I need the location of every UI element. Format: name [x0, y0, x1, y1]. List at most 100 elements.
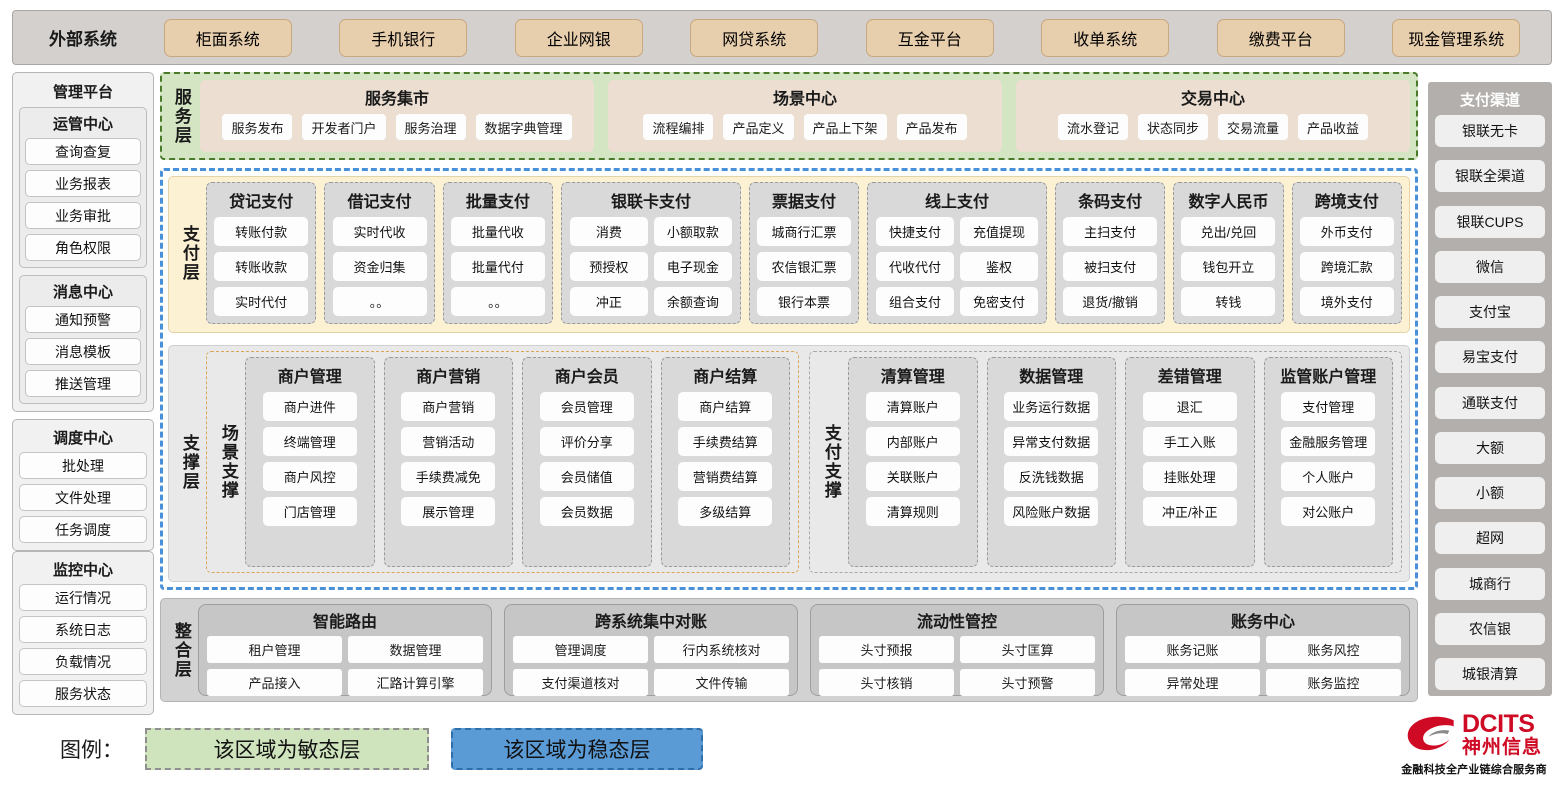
support-item[interactable]: 商户结算 — [678, 392, 773, 421]
payment-item[interactable]: 农信银汇票 — [756, 252, 851, 281]
support-item[interactable]: 手续费结算 — [678, 427, 773, 456]
payment-channel-item[interactable]: 农信银 — [1435, 612, 1545, 645]
support-item[interactable]: 手续费减免 — [401, 462, 496, 491]
support-item[interactable]: 退汇 — [1142, 392, 1237, 421]
manage-platform-item[interactable]: 批处理 — [19, 452, 147, 479]
external-system-chip[interactable]: 缴费平台 — [1216, 18, 1345, 57]
payment-item[interactable]: 批量代收 — [450, 217, 545, 246]
manage-platform-item[interactable]: 查询查复 — [25, 138, 141, 165]
payment-channel-item[interactable]: 超网 — [1435, 522, 1545, 555]
manage-platform-item[interactable]: 任务调度 — [19, 516, 147, 543]
manage-platform-item[interactable]: 文件处理 — [19, 484, 147, 511]
external-system-chip[interactable]: 网贷系统 — [690, 18, 819, 57]
service-item[interactable]: 流水登记 — [1057, 114, 1128, 140]
external-system-chip[interactable]: 企业网银 — [514, 18, 643, 57]
payment-channel-item[interactable]: 银联CUPS — [1435, 205, 1545, 238]
external-system-chip[interactable]: 现金管理系统 — [1392, 18, 1521, 57]
payment-item[interactable]: 快捷支付 — [876, 217, 955, 246]
payment-item[interactable]: 代收代付 — [876, 252, 955, 281]
external-system-chip[interactable]: 收单系统 — [1041, 18, 1170, 57]
service-item[interactable]: 数据字典管理 — [475, 114, 572, 140]
integration-item[interactable]: 管理调度 — [513, 636, 648, 663]
payment-channel-item[interactable]: 城银清算 — [1435, 658, 1545, 690]
integration-item[interactable]: 头寸预警 — [960, 669, 1095, 696]
service-item[interactable]: 交易流量 — [1218, 114, 1289, 140]
support-item[interactable]: 营销费结算 — [678, 462, 773, 491]
payment-item[interactable]: 外币支付 — [1299, 217, 1394, 246]
support-item[interactable]: 会员数据 — [539, 497, 634, 526]
support-item[interactable]: 终端管理 — [262, 427, 357, 456]
payment-item[interactable]: 实时代收 — [332, 217, 427, 246]
support-item[interactable]: 展示管理 — [401, 497, 496, 526]
service-item[interactable]: 服务治理 — [395, 114, 466, 140]
integration-item[interactable]: 头寸匡算 — [960, 636, 1095, 663]
support-item[interactable]: 内部账户 — [865, 427, 960, 456]
integration-item[interactable]: 汇路计算引擎 — [348, 669, 483, 696]
payment-item[interactable]: 资金归集 — [332, 252, 427, 281]
integration-item[interactable]: 头寸预报 — [819, 636, 954, 663]
support-item[interactable]: 商户进件 — [262, 392, 357, 421]
support-item[interactable]: 金融服务管理 — [1281, 427, 1376, 456]
external-system-chip[interactable]: 柜面系统 — [163, 18, 292, 57]
manage-platform-item[interactable]: 角色权限 — [25, 234, 141, 261]
integration-item[interactable]: 头寸核销 — [819, 669, 954, 696]
manage-platform-item[interactable]: 系统日志 — [19, 616, 147, 643]
manage-platform-item[interactable]: 运行情况 — [19, 584, 147, 611]
support-item[interactable]: 清算账户 — [865, 392, 960, 421]
payment-item[interactable]: 批量代付 — [450, 252, 545, 281]
payment-item[interactable]: 小额取款 — [653, 217, 732, 246]
service-item[interactable]: 产品发布 — [896, 114, 967, 140]
payment-channel-item[interactable]: 支付宝 — [1435, 296, 1545, 328]
payment-item[interactable]: 电子现金 — [653, 252, 732, 281]
payment-item[interactable]: 钱包开立 — [1181, 252, 1276, 281]
manage-platform-item[interactable]: 业务报表 — [25, 170, 141, 197]
support-item[interactable]: 门店管理 — [262, 497, 357, 526]
payment-item[interactable]: 被扫支付 — [1063, 252, 1158, 281]
payment-item[interactable]: 。。 — [450, 287, 545, 316]
integration-item[interactable]: 行内系统核对 — [654, 636, 789, 663]
payment-item[interactable]: 境外支付 — [1299, 287, 1394, 316]
integration-item[interactable]: 账务记账 — [1125, 636, 1260, 663]
payment-channel-item[interactable]: 微信 — [1435, 250, 1545, 283]
payment-channel-item[interactable]: 大额 — [1435, 431, 1545, 464]
payment-item[interactable]: 跨境汇款 — [1299, 252, 1394, 281]
support-item[interactable]: 个人账户 — [1281, 462, 1376, 491]
support-item[interactable]: 反洗钱数据 — [1004, 462, 1099, 491]
manage-platform-item[interactable]: 负载情况 — [19, 648, 147, 675]
support-item[interactable]: 异常支付数据 — [1004, 427, 1099, 456]
manage-platform-item[interactable]: 业务审批 — [25, 202, 141, 229]
payment-item[interactable]: 转钱 — [1181, 287, 1276, 316]
service-item[interactable]: 产品上下架 — [803, 114, 887, 140]
service-item[interactable]: 状态同步 — [1137, 114, 1208, 140]
payment-item[interactable]: 组合支付 — [876, 287, 955, 316]
service-item[interactable]: 产品定义 — [723, 114, 794, 140]
manage-platform-item[interactable]: 通知预警 — [25, 306, 141, 333]
payment-channel-item[interactable]: 通联支付 — [1435, 386, 1545, 419]
payment-channel-item[interactable]: 小额 — [1435, 477, 1545, 509]
payment-item[interactable]: 实时代付 — [214, 287, 309, 316]
integration-item[interactable]: 异常处理 — [1125, 669, 1260, 696]
payment-item[interactable]: 充值提现 — [960, 217, 1039, 246]
support-item[interactable]: 商户风控 — [262, 462, 357, 491]
support-item[interactable]: 会员管理 — [539, 392, 634, 421]
manage-platform-item[interactable]: 服务状态 — [19, 680, 147, 707]
support-item[interactable]: 多级结算 — [678, 497, 773, 526]
support-item[interactable]: 业务运行数据 — [1004, 392, 1099, 421]
payment-channel-item[interactable]: 易宝支付 — [1435, 341, 1545, 374]
external-system-chip[interactable]: 互金平台 — [865, 18, 994, 57]
service-item[interactable]: 开发者门户 — [302, 114, 386, 140]
support-item[interactable]: 支付管理 — [1281, 392, 1376, 421]
manage-platform-item[interactable]: 推送管理 — [25, 370, 141, 397]
support-item[interactable]: 挂账处理 — [1142, 462, 1237, 491]
payment-item[interactable]: 预授权 — [569, 252, 648, 281]
external-system-chip[interactable]: 手机银行 — [339, 18, 468, 57]
support-item[interactable]: 关联账户 — [865, 462, 960, 491]
payment-item[interactable]: 兑出/兑回 — [1181, 217, 1276, 246]
payment-item[interactable]: 转账收款 — [214, 252, 309, 281]
payment-channel-item[interactable]: 城商行 — [1435, 567, 1545, 600]
payment-item[interactable]: 余额查询 — [653, 287, 732, 316]
payment-item[interactable]: 冲正 — [569, 287, 648, 316]
support-item[interactable]: 营销活动 — [401, 427, 496, 456]
support-item[interactable]: 手工入账 — [1142, 427, 1237, 456]
integration-item[interactable]: 账务监控 — [1266, 669, 1401, 696]
